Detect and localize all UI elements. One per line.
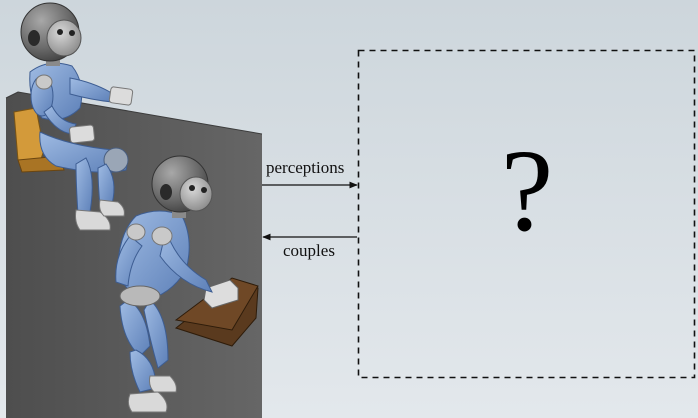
standing-humanoid-robot-icon [115,155,259,413]
couples-label: couples [283,241,335,260]
sitting-humanoid-robot-icon [13,2,134,231]
unknown-system-box [357,49,696,379]
chair-seat [13,107,45,163]
question-mark-symbol: ? [500,125,554,256]
perceptions-label: perceptions [266,158,345,177]
